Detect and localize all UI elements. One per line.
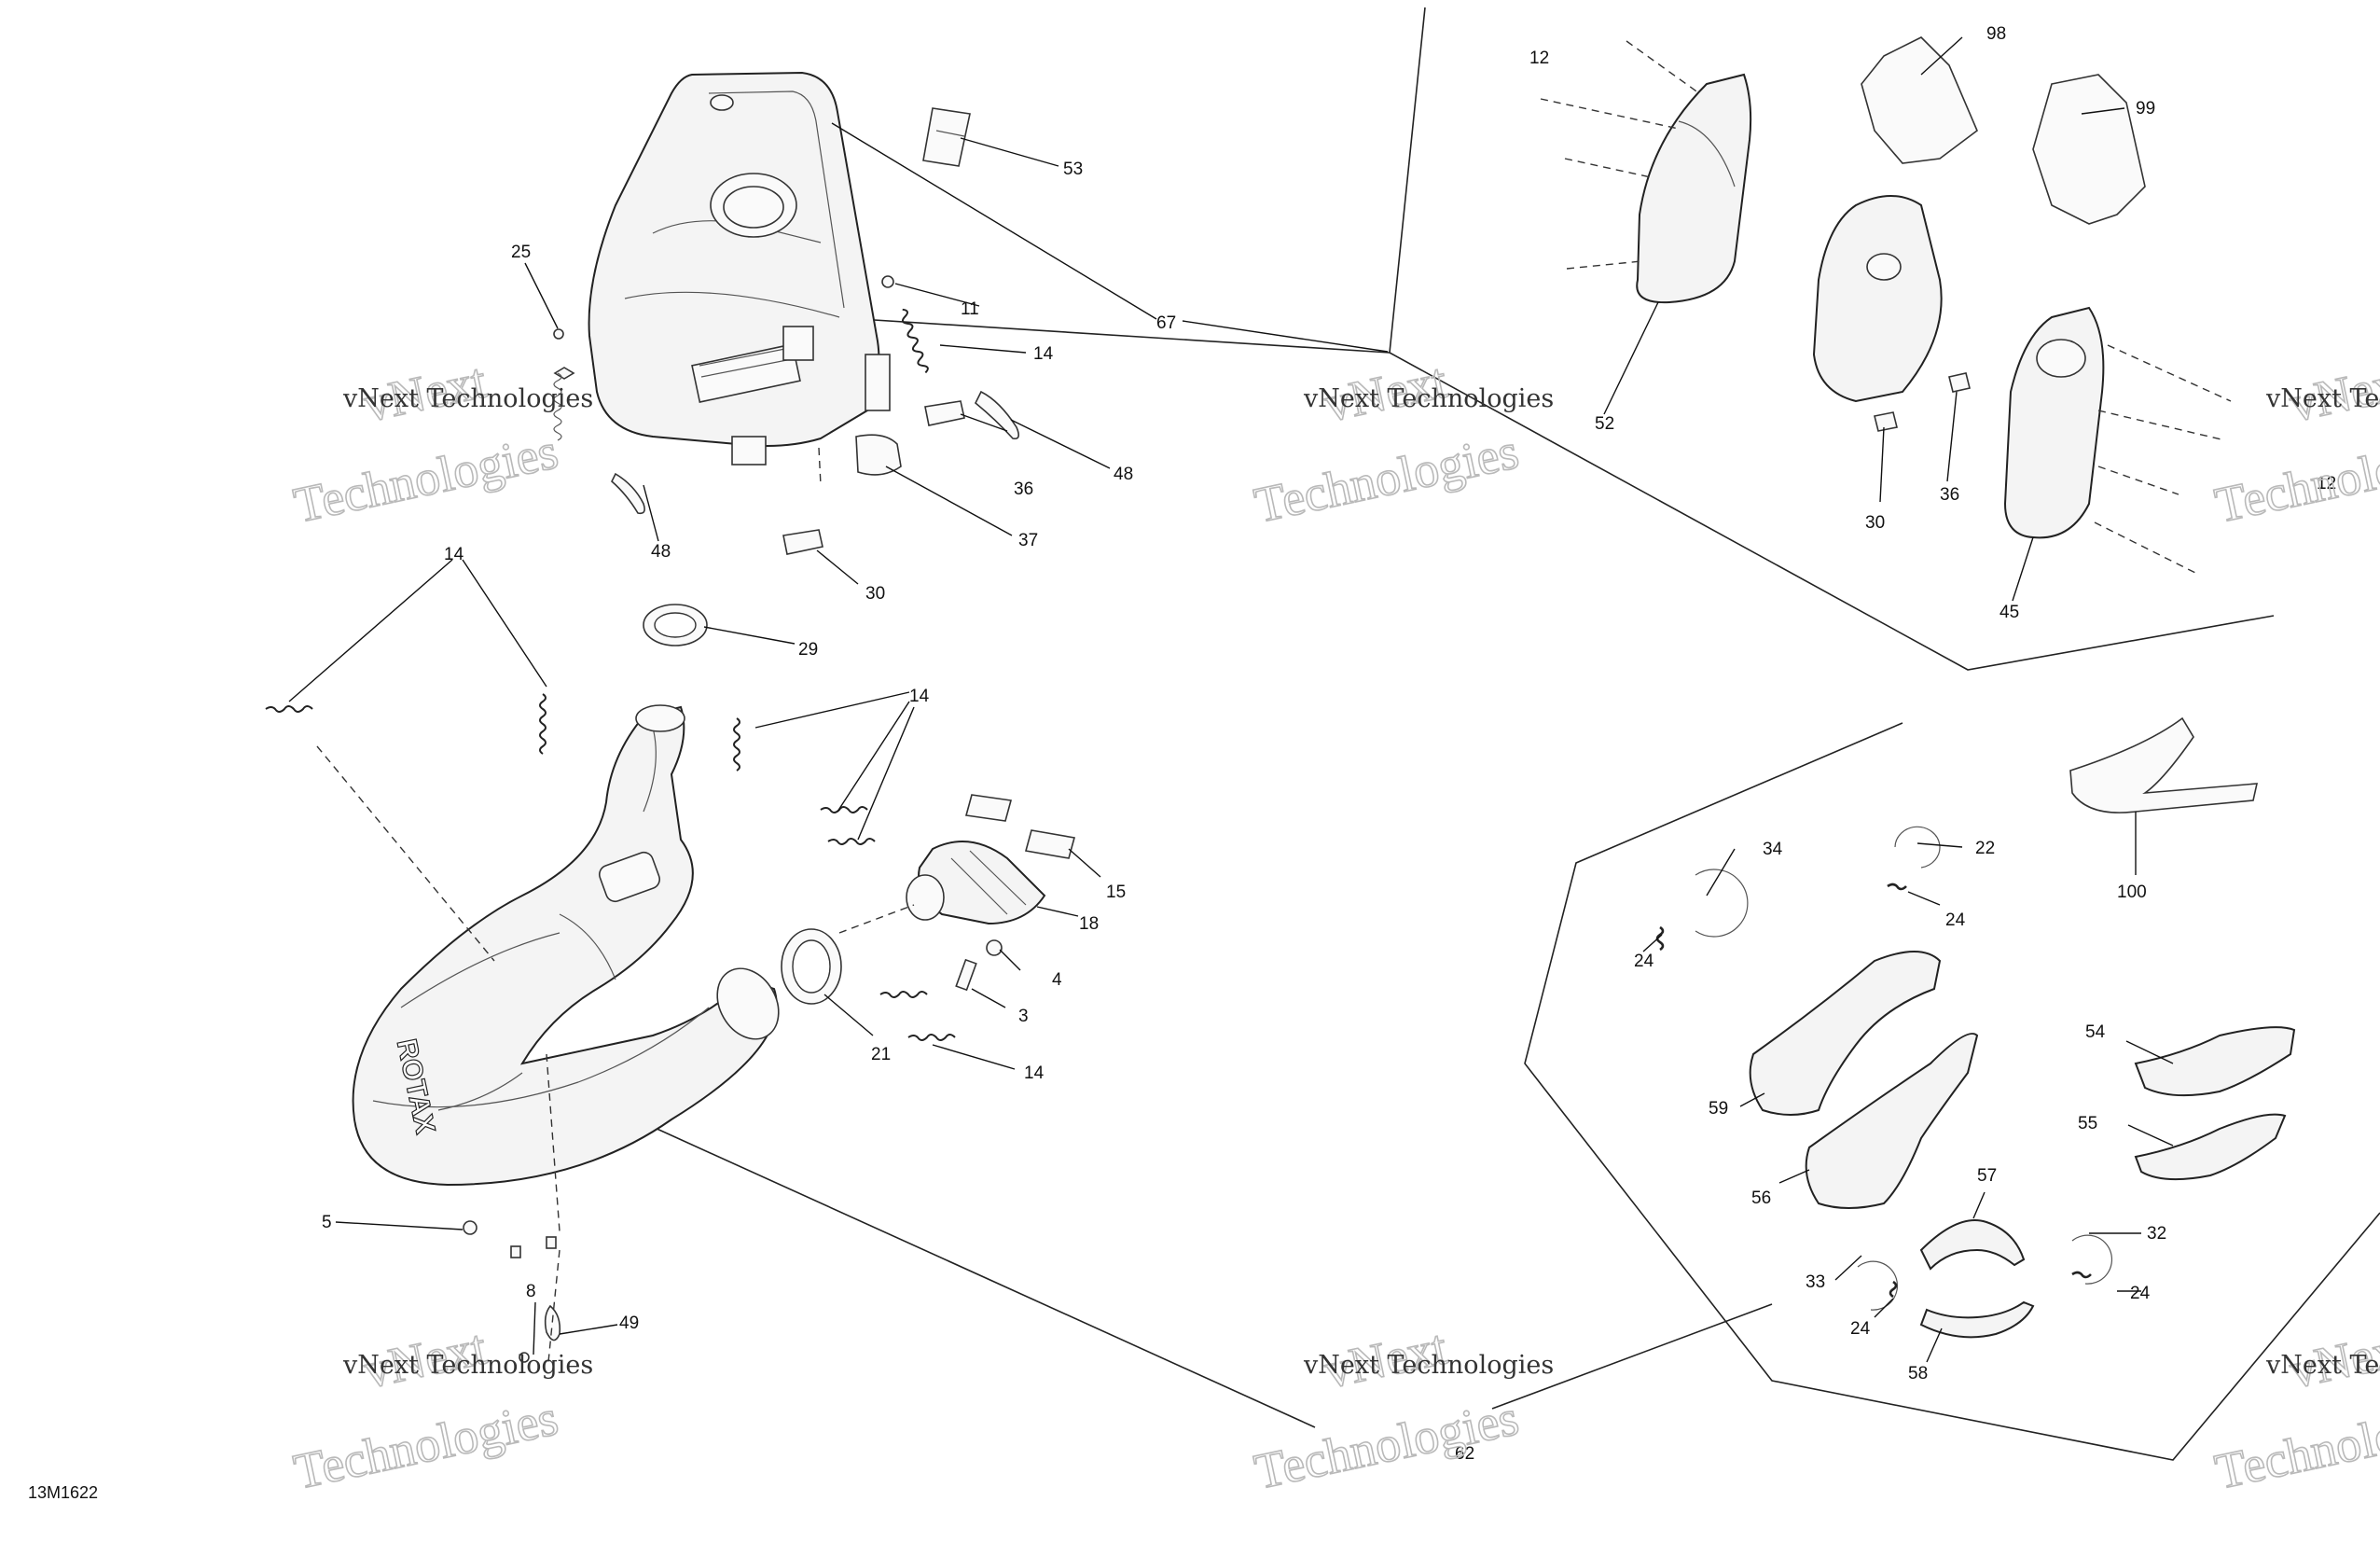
callout-4: 4 [1052, 970, 1062, 990]
watermark-text: vNext Technologies [342, 384, 593, 413]
watermark-ghost: Technologies [2210, 423, 2380, 533]
callout-100: 100 [2117, 883, 2147, 902]
watermark-1: vNext vNext Technologies Technologies [288, 352, 593, 535]
callout-55: 55 [2078, 1114, 2097, 1133]
watermark-text: vNext Technologies [1303, 384, 1554, 413]
heat-shield-group [1636, 36, 2146, 539]
callout-11: 11 [961, 299, 979, 319]
callout-18: 18 [1079, 914, 1099, 934]
watermark-ghost: Technologies [2210, 1389, 2380, 1499]
watermark-text: vNext Technologies [342, 1351, 593, 1380]
callout-62: 62 [1455, 1444, 1474, 1464]
callout-49: 49 [619, 1314, 639, 1333]
cover-group [1655, 716, 2296, 1339]
callout-14: 14 [909, 687, 930, 706]
callout-45: 45 [1999, 603, 2019, 622]
watermark-text: vNext Technologies [1303, 1351, 1554, 1380]
callout-24: 24 [2130, 1284, 2151, 1303]
callout-48: 48 [651, 542, 671, 562]
watermark-5: vNext vNext Technologies Technologies [1249, 1318, 1554, 1501]
callout-67: 67 [1156, 313, 1176, 333]
callout-5: 5 [322, 1213, 332, 1232]
watermark-text: vNext Technologies [2265, 1351, 2380, 1380]
callout-53: 53 [1063, 160, 1083, 179]
watermark-text: vNext Technologies [2265, 384, 2380, 413]
callout-24: 24 [1634, 952, 1654, 971]
callout-54: 54 [2085, 1022, 2106, 1042]
callout-14: 14 [1024, 1063, 1045, 1083]
callout-98: 98 [1986, 24, 2006, 44]
chamber-small-parts [265, 693, 1076, 1363]
callout-37: 37 [1018, 531, 1038, 550]
diagram-reference-code: 13M1622 [28, 1483, 98, 1502]
watermark-3: vNext vNext Technologies Technologies [2209, 352, 2380, 535]
callout-22: 22 [1975, 839, 1995, 858]
watermark-6: vNext vNext Technologies Technologies [2209, 1318, 2380, 1501]
callout-56: 56 [1751, 1189, 1771, 1208]
callout-12: 12 [2317, 474, 2336, 493]
callout-34: 34 [1763, 840, 1783, 859]
callout-30: 30 [1865, 513, 1885, 533]
group-outline-lines [652, 7, 2380, 1461]
watermark-2: vNext vNext Technologies Technologies [1249, 352, 1554, 535]
callout-99: 99 [2136, 99, 2155, 118]
callout-29: 29 [798, 640, 818, 660]
watermark-ghost: Technologies [289, 1389, 562, 1499]
watermark-ghost: Technologies [1250, 423, 1523, 533]
callout-36: 36 [1940, 485, 1959, 505]
callout-24: 24 [1945, 911, 1966, 930]
expansion-chamber: ROTAX [352, 704, 780, 1187]
watermark-ghost: Technologies [289, 423, 562, 533]
muffler [588, 71, 891, 466]
pad-53 [922, 107, 971, 167]
callout-36: 36 [1014, 480, 1033, 499]
muffler-small-parts [553, 275, 1020, 646]
callout-52: 52 [1595, 414, 1614, 434]
callout-24: 24 [1850, 1319, 1871, 1339]
callout-58: 58 [1908, 1364, 1928, 1383]
callout-25: 25 [511, 243, 531, 262]
watermark-ghost: Technologies [1250, 1389, 1523, 1499]
spring-14-upper-left [553, 372, 562, 441]
callout-48: 48 [1114, 465, 1133, 484]
callout-14: 14 [1033, 344, 1054, 364]
callout-30: 30 [865, 584, 885, 604]
watermark-4: vNext vNext Technologies Technologies [288, 1318, 593, 1501]
callout-15: 15 [1106, 883, 1126, 902]
callout-21: 21 [871, 1045, 891, 1064]
callout-57: 57 [1977, 1166, 1997, 1186]
callout-8: 8 [526, 1282, 536, 1301]
callout-numbers: 53 25 11 14 67 48 36 37 48 30 14 29 14 1… [322, 24, 2336, 1464]
callout-32: 32 [2147, 1224, 2166, 1244]
callout-59: 59 [1709, 1099, 1728, 1119]
spring-14-upper-right [901, 308, 929, 374]
callout-14: 14 [444, 545, 464, 564]
callout-12: 12 [1529, 49, 1549, 68]
leader-lines [288, 36, 2232, 1363]
callout-3: 3 [1018, 1007, 1029, 1026]
callout-33: 33 [1806, 1272, 1825, 1292]
